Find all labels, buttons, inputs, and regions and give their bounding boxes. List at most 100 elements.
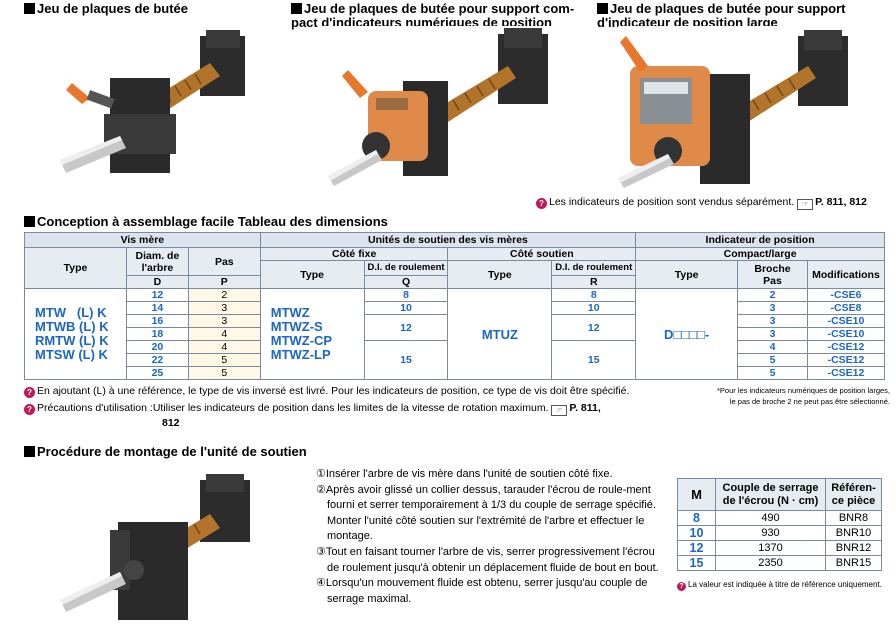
cell-torque: 930 [715, 525, 826, 541]
header-support-units: Unités de soutien des vis mères [259, 232, 637, 248]
cell-p: 3 [187, 301, 261, 315]
cell-d: 22 [125, 353, 189, 367]
header-support-type: Type [447, 260, 553, 289]
cell-broche: 3 [737, 314, 808, 328]
cell-broche: 3 [737, 327, 808, 341]
cell-broche: 4 [737, 340, 808, 354]
pin-icon: ? [536, 198, 547, 209]
product-title-1: Jeu de plaques de butée [24, 2, 188, 15]
header-pitch: Pas [187, 247, 261, 276]
cell-m: 10 [677, 525, 716, 541]
cell-mod: -CSE12 [806, 366, 886, 380]
fixed-side-types: MTWZ MTWZ-S MTWZ-CP MTWZ-LP [259, 288, 365, 380]
header-vis-mere: Vis mère [24, 232, 261, 248]
reverse-screw-note: ?En ajoutant (L) à une référence, le typ… [24, 384, 674, 398]
header-part-ref: Référen-ce pièce [825, 478, 882, 511]
cell-d: 14 [125, 301, 189, 315]
cell-mod: -CSE12 [806, 353, 886, 367]
pin-icon: ? [677, 582, 686, 591]
compact-indicator-stopper-image [318, 26, 558, 196]
cell-p: 4 [187, 340, 261, 354]
cell-torque: 1370 [715, 540, 826, 556]
table-row: 25 5 5 -CSE12 [25, 366, 886, 380]
cell-m: 15 [677, 555, 716, 571]
cell-d: 20 [125, 340, 189, 354]
header-support-bearing-id: D.I. de roulement [551, 260, 637, 276]
table-row: 15 2350 BNR15 [677, 555, 882, 571]
cell-part-ref: BNR15 [825, 555, 882, 571]
large-indicator-stopper-image [618, 26, 858, 196]
square-bullet-icon [597, 3, 608, 14]
page-reference-icon: ☞ [551, 405, 568, 416]
cell-mod: -CSE10 [806, 327, 886, 341]
cell-torque: 490 [715, 510, 826, 526]
cell-p: 3 [187, 314, 261, 328]
cell-q: 10 [363, 301, 449, 315]
cell-r: 12 [551, 314, 637, 341]
mounting-procedure-title: Procédure de montage de l'unité de souti… [24, 445, 307, 458]
large-indicator-side-note: *Pour les indicateurs numériques de posi… [716, 386, 890, 406]
page-reference-icon: ☞ [797, 199, 814, 210]
table-row: 16 3 12 12 3 -CSE10 [25, 314, 886, 341]
cell-p: 5 [187, 353, 261, 367]
cell-p: 4 [187, 327, 261, 341]
cell-torque: 2350 [715, 555, 826, 571]
indicator-type-code: D□□□□- [635, 288, 739, 380]
table-row: MTW (L) K MTWB (L) K RMTW (L) K MTSW (L)… [24, 288, 886, 380]
dimensions-table: Vis mère Unités de soutien des vis mères… [24, 232, 886, 380]
square-bullet-icon [24, 216, 35, 227]
cell-d: 25 [125, 366, 189, 380]
torque-reference-note: ?La valeur est indiquée à titre de référ… [677, 579, 892, 591]
table-row: 10 930 BNR10 [677, 525, 882, 541]
cell-m: 12 [677, 540, 716, 556]
cell-broche: 2 [737, 288, 808, 302]
mounting-steps: ①Insérer l'arbre de vis mère dans l'unit… [316, 467, 668, 607]
cell-m: 8 [677, 510, 716, 526]
header-m: M [677, 478, 716, 511]
header-fixed-side: Côté fixe [259, 247, 449, 261]
step-3: ③Tout en faisant tourner l'arbre de vis,… [316, 545, 659, 574]
cell-p: 5 [187, 366, 261, 380]
header-position-indicator: Indicateur de position [635, 232, 885, 248]
cell-broche: 3 [737, 301, 808, 315]
table-row: 18 4 3 -CSE10 [25, 327, 886, 341]
code-q: Q [363, 275, 449, 289]
step-1: ①Insérer l'arbre de vis mère dans l'unit… [316, 468, 613, 480]
stopper-plate-set-image [60, 28, 280, 193]
code-r: R [551, 275, 637, 289]
table-row: 22 5 5 -CSE12 [25, 353, 886, 367]
usage-precaution-note: ?Précautions d'utilisation :Utiliser les… [24, 401, 664, 430]
table-row: 20 4 15 15 4 -CSE12 [25, 340, 886, 380]
header-indicator-type: Type [635, 260, 739, 289]
cell-d: 16 [125, 314, 189, 328]
cell-part-ref: BNR10 [825, 525, 882, 541]
square-bullet-icon [24, 3, 35, 14]
cell-q: 8 [363, 288, 449, 302]
header-fixed-bearing-id: D.I. de roulement [363, 260, 449, 276]
cell-part-ref: BNR12 [825, 540, 882, 556]
cell-d: 18 [125, 327, 189, 341]
header-type: Type [24, 247, 127, 289]
cell-r: 10 [551, 301, 637, 315]
header-modifications: Modifications [806, 260, 886, 289]
support-side-type: MTUZ [447, 288, 553, 380]
cell-d: 12 [125, 288, 189, 302]
step-4: ④Lorsqu'un mouvement fluide est obtenu, … [316, 577, 648, 605]
table-row: 12 1370 BNR12 [677, 540, 882, 556]
header-support-side: Côté soutien [447, 247, 637, 261]
cell-r: 8 [551, 288, 637, 302]
code-p: P [187, 275, 261, 289]
header-compact-large: Compact/large [635, 247, 885, 261]
support-unit-assembly-image [60, 472, 290, 630]
code-d: D [125, 275, 189, 289]
cell-broche: 5 [737, 353, 808, 367]
pin-icon: ? [24, 404, 35, 415]
cell-mod: -CSE10 [806, 314, 886, 328]
square-bullet-icon [24, 446, 35, 457]
header-fixed-type: Type [259, 260, 365, 289]
square-bullet-icon [291, 3, 302, 14]
